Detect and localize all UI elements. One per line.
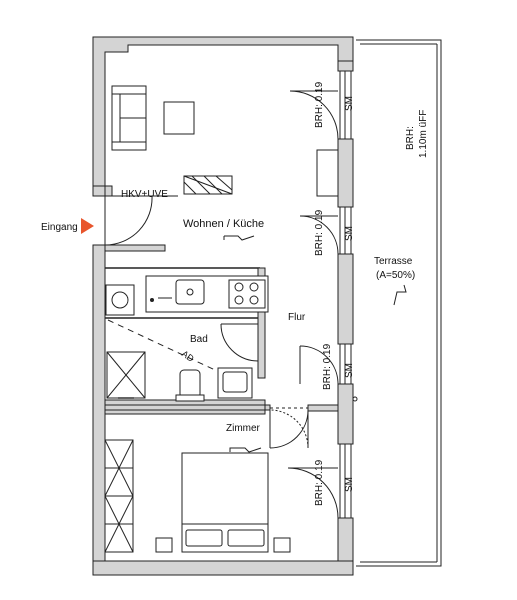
nightstand-right	[273, 537, 291, 553]
window-4-marker: SM	[344, 477, 355, 492]
nightstand-left	[155, 537, 173, 553]
bed	[181, 452, 269, 553]
outer-walls	[92, 36, 354, 576]
window-3-sill: BRH: 0.19	[322, 343, 333, 390]
toilet	[175, 369, 205, 402]
shower	[106, 351, 146, 399]
bedroom-door	[269, 409, 309, 449]
wardrobe	[104, 439, 134, 553]
sink	[217, 367, 253, 399]
entrance-arrow-icon	[81, 218, 94, 234]
shaft-label: AD	[180, 348, 196, 364]
windows	[287, 70, 352, 519]
window-2	[299, 206, 352, 255]
washing-machine	[105, 284, 135, 316]
room-bath: Bad	[190, 334, 208, 345]
terrace-railing-height: 1.10m üFF	[418, 110, 429, 158]
terrace-railing-label: BRH:	[405, 126, 416, 150]
kitchen-counter	[145, 275, 269, 313]
window-1	[289, 70, 352, 140]
window-3	[299, 343, 352, 385]
radiator	[183, 175, 233, 195]
window-3-marker: SM	[344, 363, 355, 378]
window-4-sill: BRH: 0.19	[314, 459, 325, 506]
distribution-label: HKV+UVE	[121, 189, 168, 200]
window-2-sill: BRH: 0.19	[314, 209, 325, 256]
entrance-label: Eingang	[41, 222, 78, 233]
window-2-marker: SM	[344, 226, 355, 241]
sofa	[111, 85, 147, 151]
window-1-marker: SM	[344, 96, 355, 111]
room-bedroom: Zimmer	[226, 423, 261, 434]
wall-cabinet	[316, 149, 339, 197]
terrace	[356, 39, 442, 567]
entrance-door	[104, 195, 153, 246]
coffee-table	[163, 101, 195, 135]
room-hall: Flur	[288, 312, 306, 323]
window-1-sill: BRH: 0.19	[314, 81, 325, 128]
terrace-label: Terrasse	[374, 256, 413, 267]
bath-door	[220, 323, 259, 362]
direction-arrows	[223, 235, 407, 453]
terrace-area: (A=50%)	[376, 270, 415, 281]
window-4	[287, 443, 352, 519]
outlet-icon	[352, 396, 358, 402]
room-living-kitchen: Wohnen / Küche	[183, 218, 264, 230]
